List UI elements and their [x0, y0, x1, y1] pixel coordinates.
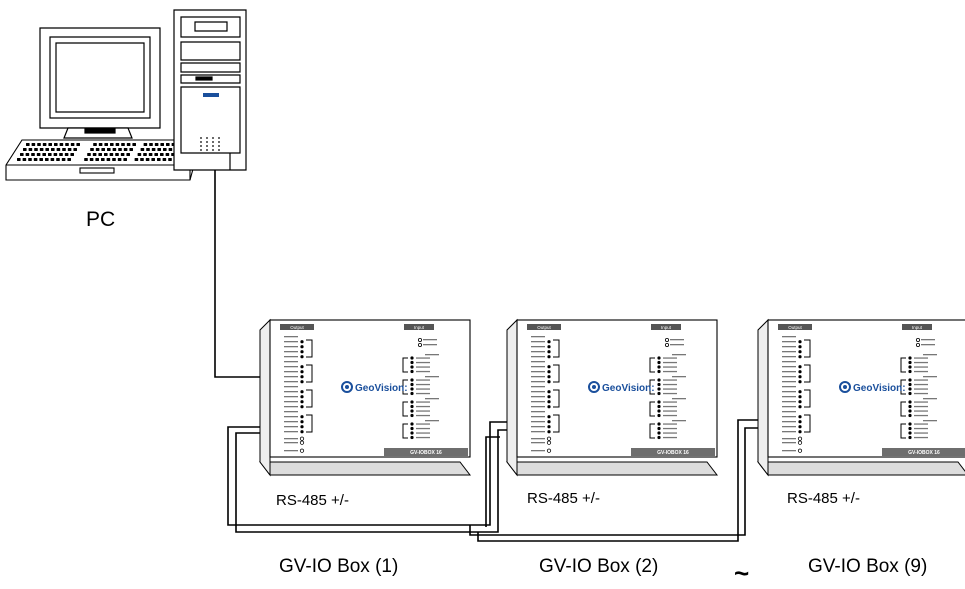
input-title: Input	[912, 325, 923, 330]
ellipsis-tilde: ~	[734, 558, 750, 588]
model-label: GV-IOBOX 16	[410, 450, 442, 456]
pc-monitor-icon	[39, 27, 161, 139]
svg-text:GeoVision:: GeoVision:	[853, 383, 906, 394]
model-label: GV-IOBOX 16	[657, 450, 689, 456]
rs485-label-9: RS-485 +/-	[787, 490, 860, 507]
io-box-face	[516, 319, 718, 458]
rs485-bus-3	[469, 427, 770, 536]
box-label-1: GV-IO Box (1)	[279, 556, 399, 577]
model-label: GV-IOBOX 16	[908, 450, 940, 456]
pc-tower-icon	[173, 9, 247, 171]
box-label-9: GV-IO Box (9)	[808, 556, 928, 577]
io-box-face	[269, 319, 471, 458]
geovision-logo: GeoVision:	[341, 381, 408, 394]
input-title: Input	[414, 325, 425, 330]
rs485-label-1: RS-485 +/-	[276, 492, 349, 509]
rs485-bus-4	[477, 419, 770, 542]
output-title: Output	[537, 325, 551, 330]
svg-text:GeoVision:: GeoVision:	[355, 383, 408, 394]
output-title: Output	[788, 325, 802, 330]
geovision-logo: GeoVision:	[839, 381, 906, 394]
pc-keyboard-icon	[5, 139, 197, 181]
svg-text:GeoVision:: GeoVision:	[602, 383, 655, 394]
output-title: Output	[290, 325, 304, 330]
input-title: Input	[661, 325, 672, 330]
rs485-bus-1	[227, 421, 520, 526]
rs485-label-2: RS-485 +/-	[527, 490, 600, 507]
geovision-logo: GeoVision:	[588, 381, 655, 394]
box-label-2: GV-IO Box (2)	[539, 556, 659, 577]
rs485-bus-2	[235, 429, 520, 533]
pc-label: PC	[86, 208, 116, 231]
